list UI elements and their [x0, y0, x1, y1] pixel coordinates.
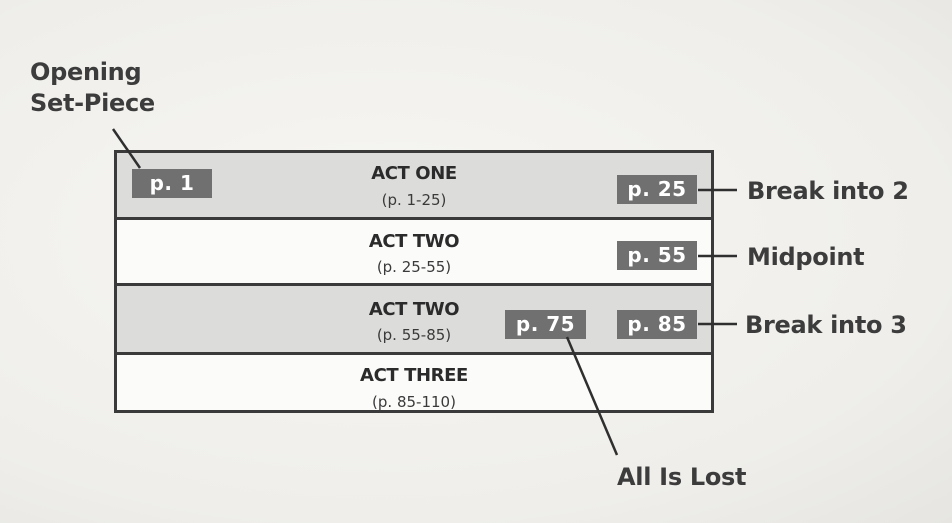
act-title: ACT TWO [368, 231, 460, 252]
act-row-two-first-half: ACT TWO (p. 25-55) p. 55 [117, 220, 711, 286]
opening-label-line1: Opening [30, 58, 142, 86]
act-title: ACT THREE [360, 365, 468, 386]
act-row-two-second-half: ACT TWO (p. 55-85) p. 75 p. 85 [117, 286, 711, 355]
page-tag-p55: p. 55 [617, 241, 697, 270]
all-is-lost-label: All Is Lost [617, 463, 747, 491]
act-structure-board: ACT ONE (p. 1-25) p. 1 p. 25 ACT TWO (p.… [114, 150, 714, 413]
opening-label-line2: Set-Piece [30, 89, 155, 117]
page-tag-p85: p. 85 [617, 310, 697, 339]
leader-opening [111, 128, 142, 169]
act-page-range: (p. 85-110) [372, 393, 456, 411]
act-page-range: (p. 25-55) [376, 258, 452, 276]
page-tag-p1: p. 1 [132, 169, 212, 198]
act-row-one: ACT ONE (p. 1-25) p. 1 p. 25 [117, 153, 711, 220]
act-page-range: (p. 1-25) [381, 191, 447, 209]
leader-all-is-lost [565, 336, 619, 456]
page-tag-p25: p. 25 [617, 175, 697, 204]
act-row-three: ACT THREE (p. 85-110) [117, 355, 711, 411]
opening-set-piece-label: Opening Set-Piece [30, 57, 155, 119]
break-into-3-label: Break into 3 [745, 311, 907, 339]
break-into-2-label: Break into 2 [747, 177, 909, 205]
act-title: ACT TWO [368, 299, 460, 320]
page-tag-p75: p. 75 [505, 310, 586, 339]
midpoint-label: Midpoint [747, 243, 865, 271]
act-page-range: (p. 55-85) [376, 326, 452, 344]
act-title: ACT ONE [371, 163, 457, 184]
